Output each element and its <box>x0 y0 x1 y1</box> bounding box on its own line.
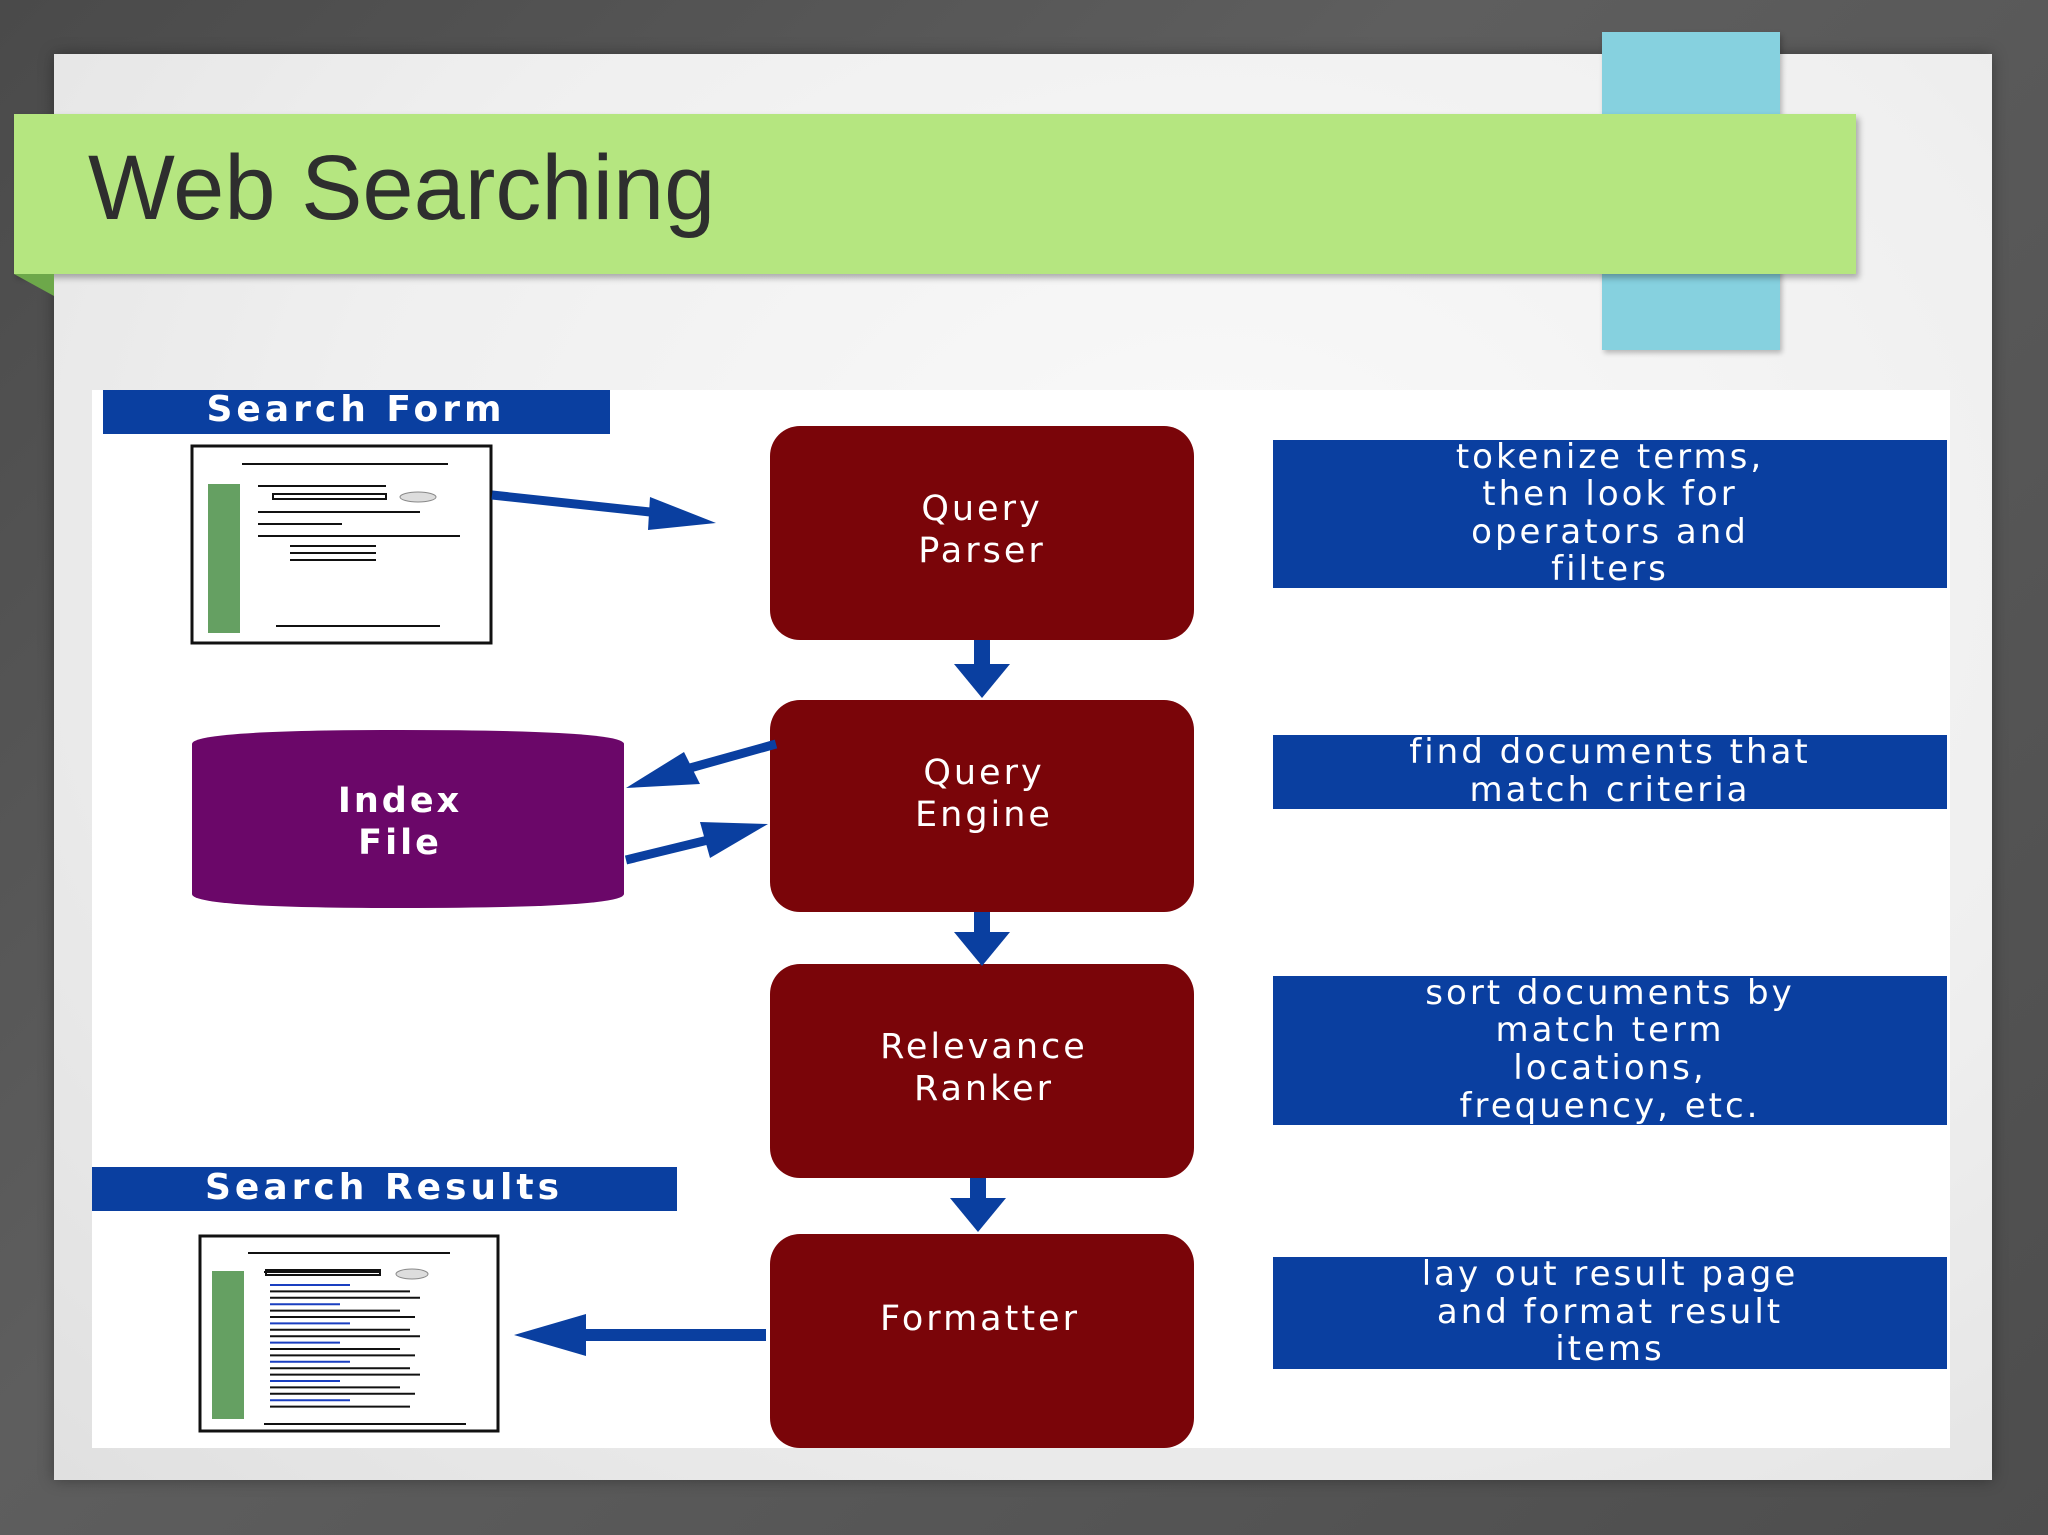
note-formatter-line2: and format result <box>1437 1292 1783 1332</box>
search-form-label: Search Form <box>206 389 505 430</box>
note-engine-line2: match criteria <box>1470 770 1751 810</box>
note-parser-line4: filters <box>1551 549 1669 589</box>
note-formatter-line1: lay out result page <box>1422 1254 1799 1294</box>
search-results-label-box: Search Results <box>92 1167 677 1211</box>
note-parser-line3: operators and <box>1471 512 1749 552</box>
arrow-engine-to-index <box>626 739 778 788</box>
arrow-index-to-engine <box>624 822 768 865</box>
index-file-label-line1: Index <box>338 781 462 821</box>
note-parser-box: tokenize terms, then look for operators … <box>1273 437 1947 589</box>
arrow-parser-to-engine <box>954 640 1010 698</box>
note-parser-line2: then look for <box>1482 474 1737 514</box>
relevance-ranker-box: Relevance Ranker <box>770 964 1194 1178</box>
note-ranker-line3: locations, <box>1513 1048 1706 1088</box>
relevance-ranker-label-line2: Ranker <box>914 1069 1054 1109</box>
search-results-label: Search Results <box>205 1167 563 1208</box>
note-ranker-line2: match term <box>1495 1010 1724 1050</box>
arrow-ranker-to-formatter <box>950 1178 1006 1232</box>
arrow-formatter-to-results <box>514 1314 766 1356</box>
query-engine-label-line1: Query <box>923 753 1044 793</box>
result-lines <box>270 1284 420 1408</box>
index-file-cylinder: Index <box>192 730 624 908</box>
search-form-label-box: Search Form <box>103 389 610 434</box>
note-formatter-line3: items <box>1555 1329 1665 1369</box>
arrow-engine-to-ranker <box>954 912 1010 966</box>
note-ranker-box: sort documents by match term locations, … <box>1273 973 1947 1126</box>
query-engine-box: Query Engine <box>770 700 1194 912</box>
index-file-label-line2: File <box>358 823 442 863</box>
query-engine-label-line2: Engine <box>915 795 1053 835</box>
formatter-label: Formatter <box>880 1299 1080 1339</box>
title-bar <box>14 114 1856 274</box>
search-results-document-icon <box>198 1234 500 1433</box>
formatter-box: Formatter <box>770 1234 1194 1448</box>
note-engine-line1: find documents that <box>1409 732 1810 772</box>
slide-title: Web Searching <box>88 137 716 239</box>
relevance-ranker-label-line1: Relevance <box>880 1027 1088 1067</box>
note-ranker-line4: frequency, etc. <box>1460 1086 1761 1126</box>
arrow-form-to-parser <box>491 490 716 530</box>
query-parser-box: Query Parser <box>770 426 1194 640</box>
note-ranker-line1: sort documents by <box>1425 973 1794 1013</box>
query-parser-label-line2: Parser <box>918 531 1046 571</box>
note-formatter-box: lay out result page and format result it… <box>1273 1254 1947 1369</box>
title-bar-fold <box>14 274 54 296</box>
search-form-document-icon <box>190 444 493 645</box>
note-engine-box: find documents that match criteria <box>1273 732 1947 810</box>
note-parser-line1: tokenize terms, <box>1456 437 1764 477</box>
query-parser-label-line1: Query <box>921 489 1042 529</box>
